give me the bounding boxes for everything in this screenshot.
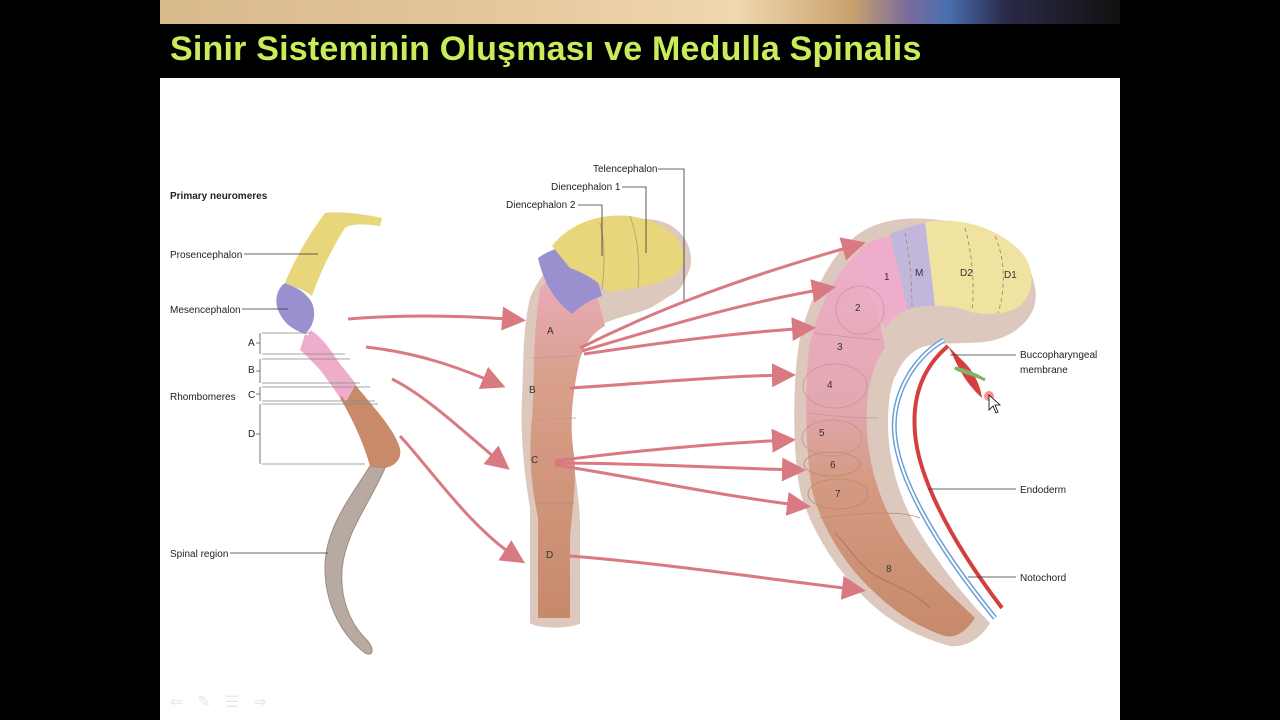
right-d2-label: D2: [960, 268, 973, 279]
endoderm-shape: [912, 344, 1004, 610]
menu-icon[interactable]: ☰: [224, 694, 240, 711]
middle-tube-body: [530, 250, 605, 618]
middle-labels: Telencephalon Diencephalon 1 Diencephalo…: [506, 164, 685, 561]
rhombomere-5-label: 5: [819, 428, 825, 439]
mesencephalon-label: Mesencephalon: [170, 305, 241, 316]
buccopharyngeal-label-line1: Buccopharyngeal: [1020, 350, 1097, 361]
buccopharyngeal-label-line2: membrane: [1020, 365, 1068, 376]
rhombomere-3-label: 3: [837, 342, 843, 353]
rhombomere-a-label: A: [248, 338, 255, 349]
spinal-region-shape: [324, 465, 386, 655]
rhombomere-2-label: 2: [855, 303, 861, 314]
spinal-region-label: Spinal region: [170, 549, 228, 560]
right-m-label: M: [915, 268, 923, 279]
endoderm-label: Endoderm: [1020, 485, 1066, 496]
right-diencephalon-shape: [925, 220, 1032, 315]
rhombomere-6-label: 6: [830, 460, 836, 471]
right-mesencephalon-shape: [890, 223, 935, 310]
arrow-c-to-7: [554, 463, 811, 516]
arrow-c-to-5: [554, 428, 796, 463]
rhombomere-4-label: 4: [827, 380, 833, 391]
notochord-label: Notochord: [1020, 573, 1066, 584]
diencephalon2-label: Diencephalon 2: [506, 200, 576, 211]
right-neural-tube: [794, 218, 1036, 647]
right-d1-label: D1: [1004, 270, 1017, 281]
rhombomere-7-label: 7: [835, 489, 841, 500]
arrow-a-to-1: [579, 237, 866, 350]
arrow-mes-to-middle: [347, 306, 526, 331]
pen-icon[interactable]: ✎: [197, 694, 211, 711]
rhombomere-b-shape: [300, 334, 356, 402]
middle-segment-b-label: B: [529, 385, 536, 396]
rhombomere-8-label: 8: [886, 564, 892, 575]
slide-title: Sinir Sisteminin Oluşması ve Medulla Spi…: [170, 30, 922, 68]
arrow-c-to-middle: [398, 434, 526, 564]
left-neural-tube: [276, 212, 401, 655]
next-arrow-icon[interactable]: ⇒: [253, 694, 267, 711]
mapping-arrows: [347, 237, 866, 600]
slide-nav-controls[interactable]: ⇐ ✎ ☰ ⇒: [170, 692, 267, 712]
prosencephalon-label: Prosencephalon: [170, 250, 242, 261]
arrow-a-to-3: [583, 317, 816, 356]
diencephalon1-label: Diencephalon 1: [551, 182, 621, 193]
right-labels: 1 M D2 D1 2 3 4 5 6 7 8 Buccopharyngeal …: [819, 268, 1097, 584]
rhombomere-b-label: B: [248, 365, 255, 376]
slide-content: Primary neuromeres Prosencephalon Mesenc…: [160, 78, 1120, 720]
telencephalon-label: Telencephalon: [593, 164, 658, 175]
notochord-endoderm: [891, 337, 1004, 620]
arrow-b-to-4: [569, 363, 796, 390]
rhombomeres-label: Rhombomeres: [170, 392, 236, 403]
prev-arrow-icon[interactable]: ⇐: [170, 694, 184, 711]
middle-forebrain-shape: [552, 215, 685, 293]
arrow-a-to-2: [581, 279, 836, 353]
primary-neuromeres-heading: Primary neuromeres: [170, 191, 268, 202]
middle-segment-d-label: D: [546, 550, 553, 561]
left-labels: Primary neuromeres Prosencephalon Mesenc…: [170, 191, 378, 560]
mouse-cursor: [988, 394, 1002, 414]
prosencephalon-shape: [285, 212, 382, 296]
arrow-c-to-6: [554, 457, 806, 482]
rhombomere-d-label: D: [248, 429, 255, 440]
rhombomere-d-shape: [340, 378, 401, 468]
middle-segment-c-label: C: [531, 455, 538, 466]
arrow-a-to-middle: [365, 345, 506, 390]
arrow-d-to-8: [569, 554, 866, 600]
arrow-b-to-middle: [391, 377, 510, 470]
header-banner-image: [160, 0, 1120, 24]
neural-tube-diagram: Primary neuromeres Prosencephalon Mesenc…: [170, 164, 1097, 655]
rhombomere-c-label: C: [248, 390, 255, 401]
middle-segment-a-label: A: [547, 326, 554, 337]
right-tube-body: [806, 248, 975, 637]
middle-neural-tube: [521, 215, 691, 628]
mesencephalon-shape: [276, 283, 315, 334]
rhombomere-1-label: 1: [884, 272, 890, 283]
